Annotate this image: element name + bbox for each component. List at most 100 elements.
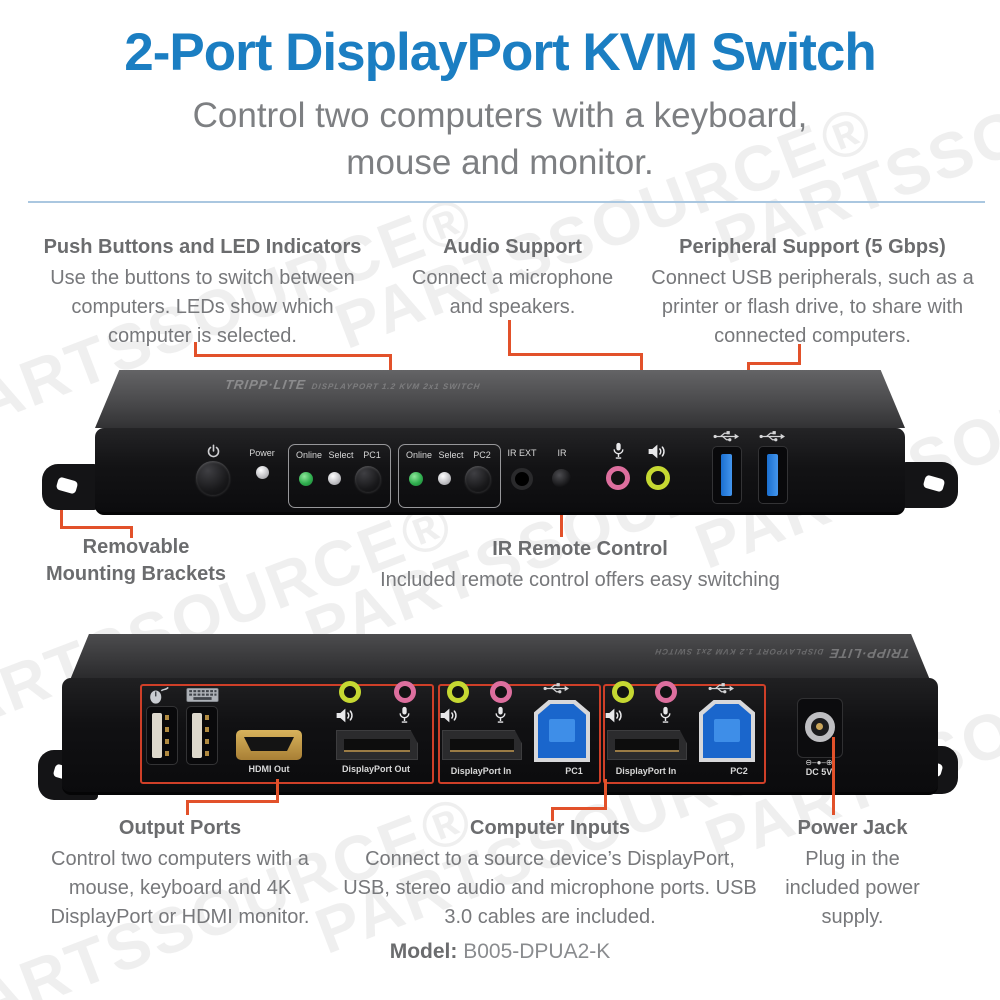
power-jack-pin (816, 723, 823, 730)
ir-label: IR (557, 448, 567, 458)
usb-b-port-pc2 (699, 700, 755, 762)
usb-trident-icon (543, 682, 569, 695)
mic-jack (655, 681, 677, 703)
model-value: B005-DPUA2-K (463, 940, 611, 963)
connector-push-buttons (194, 354, 392, 357)
speaker-jack (612, 681, 634, 703)
usb3-tab (721, 454, 732, 496)
mic-jack (394, 681, 416, 703)
usb3-port-2 (758, 446, 788, 504)
pc2-label: PC2 (473, 450, 491, 460)
connector-audio (508, 320, 511, 356)
usb-b-port-pc1 (534, 700, 590, 762)
displayport-slot (344, 739, 410, 753)
speaker-icon (336, 708, 356, 723)
callout-output-ports-body: Control two computers with a mouse, keyb… (50, 848, 310, 928)
select-led-pc1 (328, 472, 341, 485)
hdmi-slot (244, 737, 294, 751)
usb-trident-icon (708, 682, 734, 695)
power-icon (206, 444, 221, 459)
select-label: Select (328, 450, 354, 460)
keyboard-icon (186, 688, 219, 702)
usb-b-tab (713, 718, 741, 743)
mounting-bracket-right (902, 462, 958, 508)
speaker-icon (648, 444, 668, 459)
connector-computer-inputs (551, 807, 607, 810)
displayport-slot (615, 739, 679, 753)
mic-icon (612, 442, 625, 460)
callout-peripheral-support-body: Connect USB peripherals, such as a print… (651, 267, 974, 347)
ir-ext-jack (511, 468, 533, 490)
callout-mounting-brackets: Removable Mounting Brackets (36, 534, 236, 588)
connector-audio (508, 353, 643, 356)
polarity-label: ⊖–●–⊕ (805, 758, 833, 767)
displayport-out-label: DisplayPort Out (341, 764, 410, 774)
page-title: 2-Port DisplayPort KVM Switch (124, 23, 876, 82)
brand-logo: TRIPP·LITEDISPLAYPORT 1.2 KVM 2x1 SWITCH (654, 644, 912, 662)
callout-push-buttons-heading: Push Buttons and LED Indicators (43, 236, 362, 258)
power-jack-port (797, 698, 843, 758)
displayport-in-port-pc2 (607, 730, 687, 760)
mic-icon (659, 706, 672, 724)
pc1-input-highlight-box (438, 684, 601, 784)
connector-output-ports (186, 800, 279, 803)
usb-port-mouse (146, 706, 178, 765)
callout-output-ports: Output Ports Control two computers with … (20, 815, 340, 932)
usb-tab (152, 713, 162, 758)
online-led-pc1 (299, 472, 313, 486)
pc1-control-group: Online Select PC1 (288, 444, 391, 508)
callout-push-buttons: Push Buttons and LED Indicators Use the … (20, 234, 385, 351)
connector-output-ports (276, 779, 279, 803)
connector-ir-remote (560, 498, 563, 537)
bracket-hole (922, 474, 946, 493)
callout-peripheral-support: Peripheral Support (5 Gbps) Connect USB … (635, 234, 990, 351)
connector-output-ports (186, 800, 189, 815)
connector-push-buttons (194, 342, 197, 357)
callout-output-ports-heading: Output Ports (118, 817, 242, 839)
usb-port-keyboard (186, 706, 218, 765)
power-button (196, 461, 230, 495)
callout-computer-inputs-heading: Computer Inputs (470, 817, 630, 839)
output-ports-highlight-box (140, 684, 434, 784)
usb-pins (205, 715, 209, 757)
speaker-jack (447, 681, 469, 703)
displayport-out-port (336, 730, 418, 760)
ir-receiver-dome (552, 469, 571, 488)
callout-audio-support: Audio Support Connect a microphone and s… (390, 234, 635, 322)
online-led-pc2 (409, 472, 423, 486)
connector-mounting-brackets (60, 500, 63, 529)
bracket-hole (55, 476, 79, 495)
online-label: Online (405, 450, 432, 460)
connector-peripheral (798, 344, 801, 365)
callout-power-jack: Power Jack Plug in the included power su… (765, 815, 940, 932)
connector-computer-inputs (604, 779, 607, 810)
header-divider (28, 201, 985, 203)
callout-power-jack-heading: Power Jack (797, 817, 908, 839)
connector-mounting-brackets (130, 526, 133, 538)
hdmi-out-label: HDMI Out (248, 764, 290, 774)
model-label: Model: (389, 940, 458, 963)
kvm-switch-rear-view: TRIPP·LITEDISPLAYPORT 1.2 KVM 2x1 SWITCH… (38, 630, 960, 810)
callout-power-jack-body: Plug in the included power supply. (785, 848, 920, 928)
ir-ext-label: IR EXT (507, 448, 537, 458)
select-label: Select (438, 450, 464, 460)
connector-peripheral (747, 362, 801, 365)
subtitle-line-2: mouse and monitor. (346, 143, 654, 182)
callout-audio-support-body: Connect a microphone and speakers. (411, 267, 614, 318)
brand-model-text: DISPLAYPORT 1.2 KVM 2x1 SWITCH (653, 647, 825, 656)
callout-push-buttons-body: Use the buttons to switch between comput… (50, 267, 355, 347)
speaker-icon (440, 708, 460, 723)
hdmi-out-port (236, 730, 302, 760)
callout-computer-inputs: Computer Inputs Connect to a source devi… (330, 815, 770, 932)
power-led-label: Power (249, 448, 275, 458)
displayport-in-port-pc1 (442, 730, 522, 760)
usb3-tab (767, 454, 778, 496)
mic-jack (490, 681, 512, 703)
callout-peripheral-support-heading: Peripheral Support (5 Gbps) (679, 236, 946, 258)
displayport-in-label: DisplayPort In (450, 766, 512, 776)
brand-model-text: DISPLAYPORT 1.2 KVM 2x1 SWITCH (310, 382, 482, 391)
usb-b-tab (548, 718, 576, 743)
callout-computer-inputs-body: Connect to a source device’s DisplayPort… (343, 848, 757, 928)
usb-pins (165, 715, 169, 757)
